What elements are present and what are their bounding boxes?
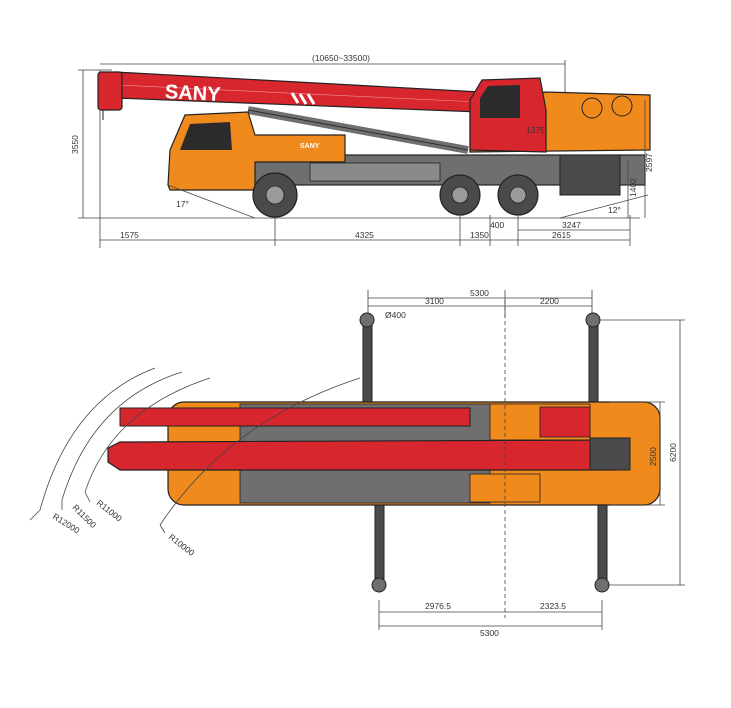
outrigger-pad-1	[359, 312, 375, 328]
outrigger-pad-2	[585, 312, 601, 328]
top-view: 5300 3100 2200 Ø400 2500 6200	[29, 288, 685, 638]
rear-span: 2615	[552, 230, 571, 240]
pad-diameter: Ø400	[385, 310, 406, 320]
upper-boom-top	[119, 407, 471, 427]
departure-angle: 12°	[608, 205, 621, 215]
rear-overhang: 3247	[562, 220, 581, 230]
turning-radius-4: R10000	[167, 532, 197, 558]
boom-length-range: (10650~33500)	[312, 53, 370, 63]
outrigger-rear-lower	[597, 504, 608, 586]
outrigger-span-bottom: 5300	[480, 628, 499, 638]
boom-logo: SANY	[164, 81, 221, 106]
outrigger-width: 6200	[668, 443, 678, 462]
outrigger-front-lower	[374, 504, 385, 586]
outrigger-front-upper	[362, 321, 373, 403]
counterweight-circle-1	[581, 97, 603, 119]
rear-ground-label: 1402	[628, 178, 638, 197]
total-height: 3550	[70, 135, 80, 154]
rear-wheel	[497, 174, 539, 216]
rear-height-label: 2597	[644, 153, 654, 172]
boom-stripes	[290, 92, 316, 105]
bottom-rear-segment: 2323.5	[540, 601, 566, 611]
counterweight-circle-2	[611, 95, 633, 117]
vehicle-width: 2500	[648, 447, 658, 466]
outrigger-rear-segment: 2200	[540, 296, 559, 306]
cab-height-label: 1375	[526, 125, 545, 135]
approach-angle: 17°	[176, 199, 189, 209]
middle-wheel	[439, 174, 481, 216]
cab-logo: SANY	[300, 143, 320, 150]
main-boom-top	[107, 439, 616, 471]
front-wheel	[252, 172, 298, 218]
outrigger-pad-4	[594, 577, 610, 593]
front-overhang: 1575	[120, 230, 139, 240]
outrigger-front-segment: 3100	[425, 296, 444, 306]
side-view: SANY SANY	[70, 53, 654, 248]
bottom-front-segment: 2976.5	[425, 601, 451, 611]
turning-radius-3: R11000	[95, 498, 124, 524]
wheelbase-front: 4325	[355, 230, 374, 240]
outrigger-rear-upper	[588, 321, 599, 403]
rear-axle-offset: 400	[490, 220, 504, 230]
outrigger-pad-3	[371, 577, 387, 593]
axle-spacing: 1350	[470, 230, 489, 240]
boom-head	[97, 71, 123, 111]
outrigger-span-top: 5300	[470, 288, 489, 298]
